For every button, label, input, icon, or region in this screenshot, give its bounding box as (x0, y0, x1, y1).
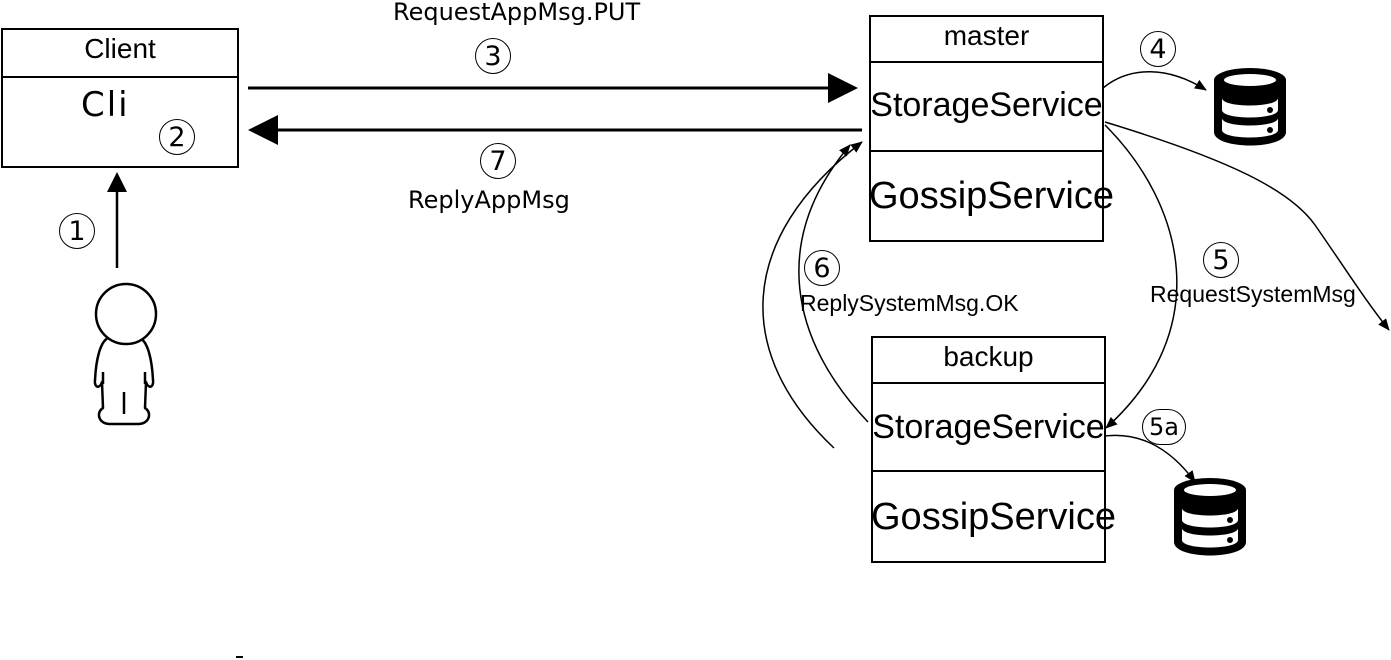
request-app-msg-label: RequestAppMsg.PUT (393, 0, 641, 26)
backup-service-divider (873, 470, 1104, 472)
master-title: master (943, 20, 1030, 51)
arrow-request-system-backup (1104, 124, 1178, 429)
arrow-user-to-client (107, 172, 127, 268)
step-2-marker: 2 (159, 119, 195, 155)
master-title-divider (871, 61, 1102, 63)
backup-box (871, 336, 1106, 563)
backup-storage-service: StorageService (872, 408, 1105, 446)
client-title: Client (84, 33, 156, 64)
master-box (869, 15, 1104, 242)
client-box (1, 28, 239, 168)
arrow-master-to-db (1102, 71, 1207, 91)
arrow-backup-to-db (1097, 434, 1196, 483)
database-icon (1174, 478, 1246, 556)
arrow-request-system-other (1104, 121, 1390, 331)
backup-title-divider (873, 382, 1104, 384)
reply-app-msg-label: ReplyAppMsg (408, 186, 570, 214)
database-icon (1214, 68, 1286, 146)
user-icon (93, 282, 158, 426)
arrow-reply-system-other (762, 141, 863, 449)
step-3-marker: 3 (475, 38, 511, 74)
step-6-marker: 6 (804, 250, 840, 286)
master-gossip-service: GossipService (869, 175, 1114, 217)
cli-label: Cli (81, 85, 130, 125)
arrow-reply-app (248, 115, 862, 145)
step-1-marker: 1 (59, 213, 95, 249)
backup-gossip-service: GossipService (871, 496, 1116, 538)
reply-system-msg-label: ReplySystemMsg.OK (800, 290, 1019, 316)
backup-title: backup (943, 341, 1034, 372)
arrow-reply-system (798, 144, 869, 423)
arrow-request-app (248, 73, 858, 103)
step-7-marker: 7 (480, 143, 516, 179)
step-5-marker: 5 (1203, 242, 1239, 278)
step-5a-marker: 5a (1142, 409, 1186, 445)
client-title-divider (3, 76, 237, 78)
request-system-msg-label: RequestSystemMsg (1150, 281, 1356, 307)
master-storage-service: StorageService (870, 86, 1103, 124)
master-service-divider (871, 150, 1102, 152)
step-4-marker: 4 (1140, 31, 1176, 67)
